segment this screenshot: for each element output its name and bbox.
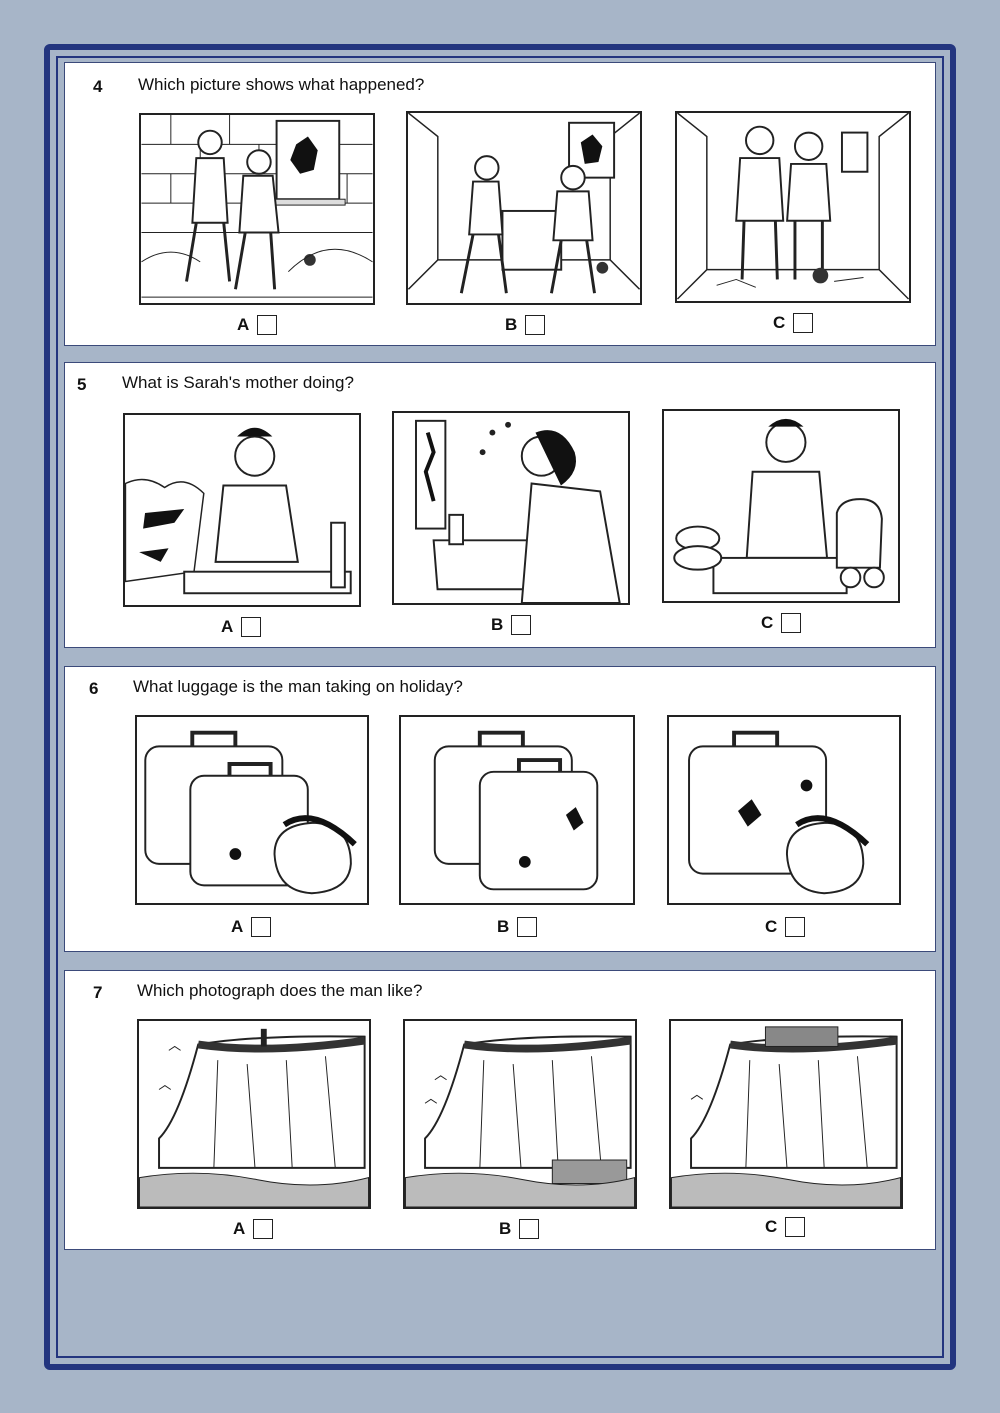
question-number: 6 — [89, 679, 99, 698]
broken-vase-room-illustration — [677, 113, 909, 300]
question-text: Which photograph does the man like? — [137, 981, 423, 1000]
option-4c: C — [773, 313, 814, 333]
picture-6a — [135, 715, 369, 905]
question-7-panel: 7 Which photograph does the man like? — [64, 970, 936, 1250]
option-7a: A — [233, 1219, 274, 1239]
question-text: Which picture shows what happened? — [138, 75, 425, 94]
picture-6b — [399, 715, 635, 905]
option-label: B — [505, 315, 518, 334]
answer-checkbox[interactable] — [241, 617, 262, 637]
question-6-panel: 6 What luggage is the man taking on holi… — [64, 666, 936, 952]
option-label: C — [765, 1217, 778, 1236]
cliff-with-group-on-beach-illustration — [405, 1035, 635, 1207]
picture-5a — [123, 413, 361, 607]
option-label: B — [499, 1219, 512, 1238]
answer-checkbox[interactable] — [251, 917, 272, 937]
woman-ironing-illustration — [125, 427, 352, 595]
option-7b: B — [499, 1219, 540, 1239]
picture-4a — [139, 113, 375, 305]
answer-checkbox[interactable] — [257, 315, 278, 335]
option-5b: B — [491, 615, 532, 635]
option-label: B — [497, 917, 510, 936]
option-4a: A — [237, 315, 278, 335]
answer-checkbox[interactable] — [253, 1219, 274, 1239]
answer-checkbox[interactable] — [519, 1219, 540, 1239]
option-label: B — [491, 615, 504, 634]
question-number: 7 — [93, 983, 103, 1002]
option-label: A — [233, 1219, 246, 1238]
question-4-panel: 4 Which picture shows what happened? — [64, 62, 936, 346]
answer-checkbox[interactable] — [781, 613, 802, 633]
question-number: 4 — [93, 77, 103, 96]
option-7c: C — [765, 1217, 806, 1237]
picture-6c — [667, 715, 901, 905]
picture-7c — [669, 1019, 903, 1209]
question-text: What is Sarah's mother doing? — [122, 373, 354, 392]
one-suitcase-and-bag-illustration — [688, 730, 870, 895]
picture-4b — [406, 111, 642, 305]
cliff-with-group-on-top-illustration — [671, 1026, 901, 1207]
question-text: What luggage is the man taking on holida… — [133, 677, 463, 696]
option-6a: A — [231, 917, 272, 937]
option-label: C — [765, 917, 778, 936]
cliff-with-one-person-illustration — [139, 1028, 369, 1207]
option-4b: B — [505, 315, 546, 335]
option-label: A — [237, 315, 250, 334]
page-frame-outer — [44, 44, 956, 1370]
option-label: C — [773, 313, 786, 332]
answer-checkbox[interactable] — [511, 615, 532, 635]
answer-checkbox[interactable] — [793, 313, 814, 333]
answer-checkbox[interactable] — [517, 917, 538, 937]
option-6c: C — [765, 917, 806, 937]
answer-checkbox[interactable] — [785, 917, 806, 937]
woman-washing-face-illustration — [415, 419, 621, 603]
picture-7b — [403, 1019, 637, 1209]
picture-5b — [392, 411, 630, 605]
option-label: A — [221, 617, 234, 636]
two-suitcases-and-bag-illustration — [144, 730, 357, 895]
question-5-panel: 5 What is Sarah's mother doing? — [64, 362, 936, 648]
two-suitcases-illustration — [433, 730, 599, 891]
answer-checkbox[interactable] — [785, 1217, 806, 1237]
woman-baking-illustration — [673, 418, 885, 595]
answer-checkbox[interactable] — [525, 315, 546, 335]
option-5c: C — [761, 613, 802, 633]
option-label: A — [231, 917, 244, 936]
question-number: 5 — [77, 375, 87, 394]
option-5a: A — [221, 617, 262, 637]
picture-7a — [137, 1019, 371, 1209]
picture-4c — [675, 111, 911, 303]
broken-mirror-room-illustration — [408, 113, 640, 294]
option-label: C — [761, 613, 774, 632]
broken-window-garden-illustration — [141, 115, 373, 298]
picture-5c — [662, 409, 900, 603]
option-6b: B — [497, 917, 538, 937]
